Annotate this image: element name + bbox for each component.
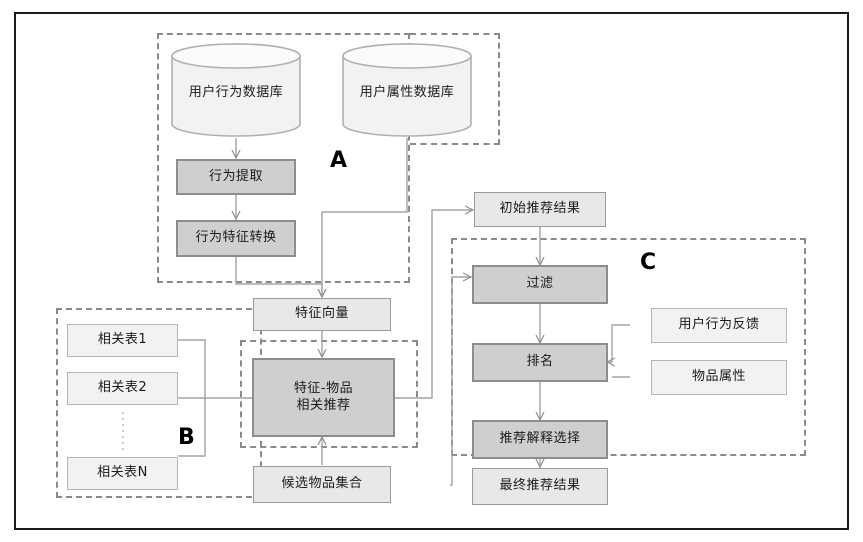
group-label-B: B [178, 425, 195, 450]
node-feature-item-rec-line2: 相关推荐 [296, 397, 351, 413]
node-feature-vector[interactable]: 特征向量 [253, 298, 391, 331]
node-ranking[interactable]: 排名 [472, 343, 608, 382]
user-attribute-db: 用户属性数据库 [341, 42, 473, 138]
node-rec-explain-select[interactable]: 推荐解释选择 [472, 420, 608, 459]
node-filter[interactable]: 过滤 [472, 265, 608, 304]
node-relation-table-n-label: 相关表N [97, 465, 148, 481]
node-ranking-label: 排名 [526, 354, 554, 370]
node-relation-table-n[interactable]: 相关表N [67, 457, 178, 490]
node-candidate-item-set-label: 候选物品集合 [281, 476, 363, 492]
node-item-attribute-label: 物品属性 [691, 369, 746, 385]
node-behavior-feature-transform[interactable]: 行为特征转换 [176, 220, 296, 257]
node-final-rec-result[interactable]: 最终推荐结果 [472, 468, 608, 505]
node-behavior-extract-label: 行为提取 [208, 168, 263, 184]
node-feature-vector-label: 特征向量 [294, 306, 349, 322]
node-relation-table-1-label: 相关表1 [97, 332, 148, 348]
node-user-behavior-feedback[interactable]: 用户行为反馈 [651, 308, 787, 343]
node-item-attribute[interactable]: 物品属性 [651, 360, 787, 395]
user-behavior-db-label: 用户行为数据库 [188, 84, 284, 100]
user-behavior-db: 用户行为数据库 [170, 42, 302, 138]
node-rec-explain-select-label: 推荐解释选择 [499, 431, 581, 447]
node-relation-table-2[interactable]: 相关表2 [67, 372, 178, 405]
node-relation-table-1[interactable]: 相关表1 [67, 324, 178, 357]
node-behavior-feature-transform-label: 行为特征转换 [195, 230, 277, 246]
node-feature-item-rec-line1: 特征-物品 [293, 381, 354, 397]
node-relation-table-2-label: 相关表2 [97, 380, 148, 396]
group-label-A: A [330, 148, 348, 173]
node-feature-item-rec[interactable]: 特征-物品 相关推荐 [252, 358, 395, 437]
node-filter-label: 过滤 [526, 276, 554, 292]
node-final-rec-result-label: 最终推荐结果 [499, 478, 581, 494]
node-behavior-extract[interactable]: 行为提取 [176, 159, 296, 195]
user-attribute-db-label: 用户属性数据库 [359, 84, 455, 100]
node-user-behavior-feedback-label: 用户行为反馈 [678, 317, 760, 333]
node-candidate-item-set[interactable]: 候选物品集合 [253, 466, 391, 503]
ellipsis-vertical-icon [121, 412, 124, 450]
group-label-C: C [640, 250, 657, 275]
group-box-A-right [410, 33, 500, 145]
node-initial-rec-result-label: 初始推荐结果 [499, 201, 581, 217]
node-initial-rec-result[interactable]: 初始推荐结果 [474, 192, 606, 227]
